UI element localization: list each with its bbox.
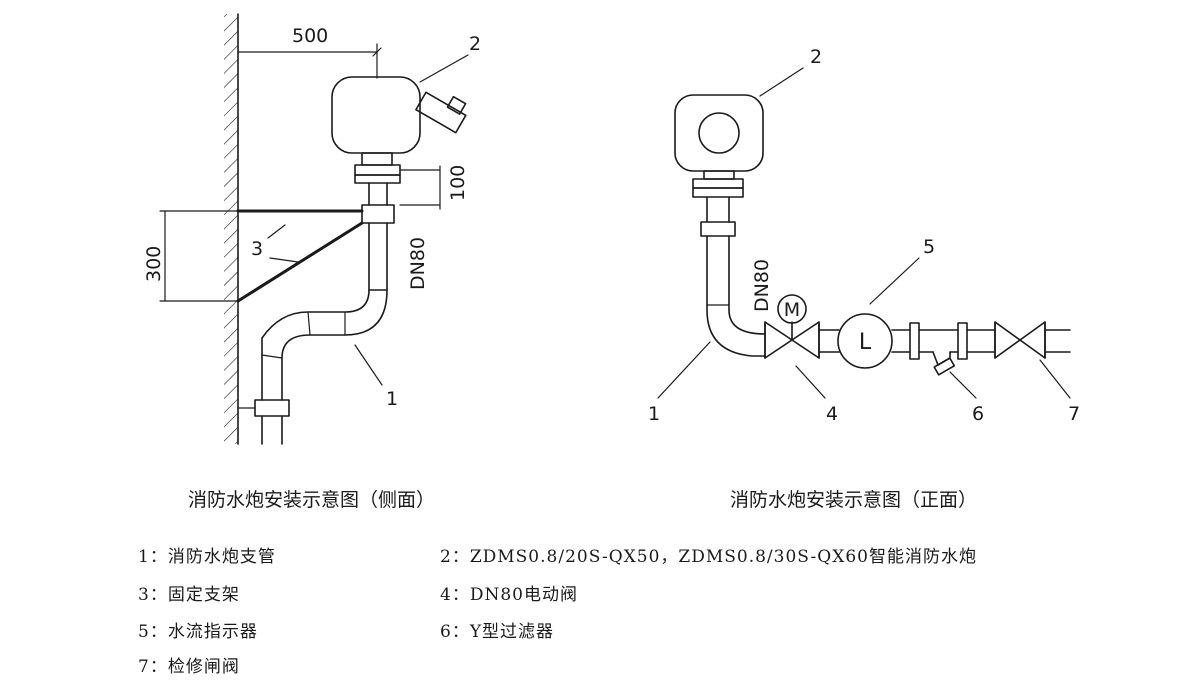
flow-symbol: L — [859, 330, 872, 355]
legend-item-6: 6：Y型过滤器 — [440, 622, 555, 642]
callouts-front: 2 1 4 5 6 7 — [648, 46, 1080, 425]
legend-item-1: 1：消防水炮支管 — [138, 547, 276, 567]
pipe-size-label-side: DN80 — [407, 237, 429, 290]
dim-300-label: 300 — [143, 246, 165, 282]
electric-valve: M — [764, 294, 820, 359]
callout-1-front: 1 — [648, 403, 660, 425]
fixed-bracket: 300 — [143, 209, 364, 303]
fire-monitor-head — [331, 76, 467, 166]
legend-item-2: 2：ZDMS0.8/20S-QX50，ZDMS0.8/30S-QX60智能消防水… — [440, 547, 977, 567]
callout-6-front: 6 — [972, 403, 984, 425]
front-view: DN80 M L — [648, 46, 1080, 425]
side-view: 500 100 — [143, 13, 481, 445]
pipe-size-label-front: DN80 — [751, 259, 773, 312]
callout-7-front: 7 — [1068, 403, 1080, 425]
dim-500-label: 500 — [292, 25, 328, 47]
flange: 100 — [354, 164, 469, 210]
legend-item-3: 3：固定支架 — [138, 585, 240, 605]
wall — [224, 13, 239, 445]
legend-item-5: 5：水流指示器 — [138, 622, 258, 642]
callout-1-side: 1 — [386, 388, 398, 410]
y-strainer — [918, 322, 968, 376]
branch-pipe-front: DN80 — [700, 196, 773, 357]
dim-100-label: 100 — [447, 165, 469, 201]
dimension-500: 500 — [237, 25, 382, 79]
branch-pipe-side: DN80 — [237, 182, 429, 445]
legend-item-7: 7：检修闸阀 — [138, 657, 240, 677]
legend-item-4: 4：DN80电动阀 — [440, 585, 578, 605]
callout-2-side: 2 — [469, 33, 481, 55]
callouts-side: 2 3 1 — [251, 33, 481, 410]
fire-monitor-front — [674, 94, 764, 198]
gate-valve — [994, 321, 1046, 359]
callout-2-front: 2 — [810, 46, 822, 68]
callout-4-front: 4 — [826, 403, 838, 425]
callout-5-front: 5 — [923, 236, 935, 258]
flow-indicator: L — [837, 313, 893, 369]
front-view-caption: 消防水炮安装示意图（正面） — [730, 489, 978, 511]
side-view-caption: 消防水炮安装示意图（侧面） — [188, 489, 436, 511]
motor-symbol: M — [784, 299, 800, 321]
callout-3-side: 3 — [251, 238, 263, 260]
